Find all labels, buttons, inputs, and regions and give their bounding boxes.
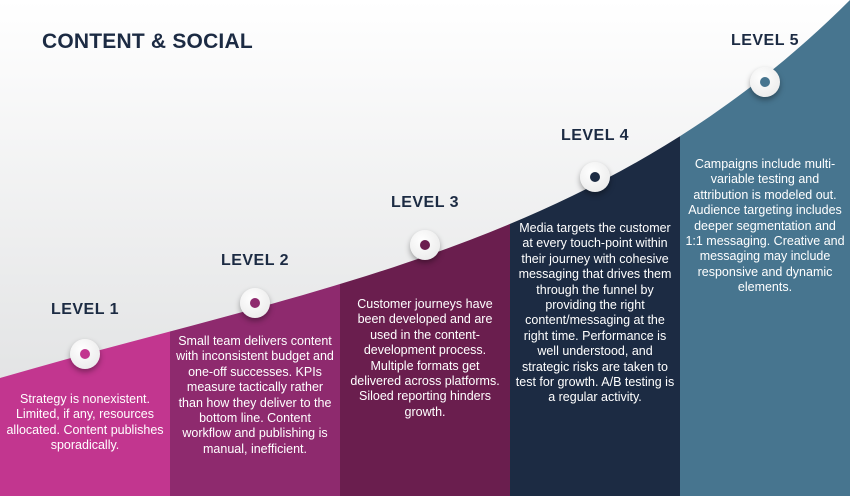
level-5-marker-icon xyxy=(750,67,780,97)
level-1-description: Strategy is nonexistent. Limited, if any… xyxy=(6,392,164,453)
level-3-label: LEVEL 3 xyxy=(390,194,460,211)
level-1-marker-icon xyxy=(70,339,100,369)
level-3-description: Customer journeys have been developed an… xyxy=(350,297,500,419)
level-4-marker-icon xyxy=(580,162,610,192)
level-4-description: Media targets the customer at every touc… xyxy=(515,221,675,405)
level-1-label: LEVEL 1 xyxy=(50,301,120,318)
page-title: CONTENT & SOCIAL xyxy=(42,30,253,53)
level-4-label: LEVEL 4 xyxy=(560,127,630,144)
level-2-description: Small team delivers content with inconsi… xyxy=(176,334,334,456)
growth-curve xyxy=(0,0,850,378)
level-2-label: LEVEL 2 xyxy=(220,252,290,269)
level-5-label: LEVEL 5 xyxy=(730,32,800,49)
level-5-description: Campaigns include multi-variable testing… xyxy=(685,157,845,295)
level-2-marker-icon xyxy=(240,288,270,318)
level-3-marker-icon xyxy=(410,230,440,260)
